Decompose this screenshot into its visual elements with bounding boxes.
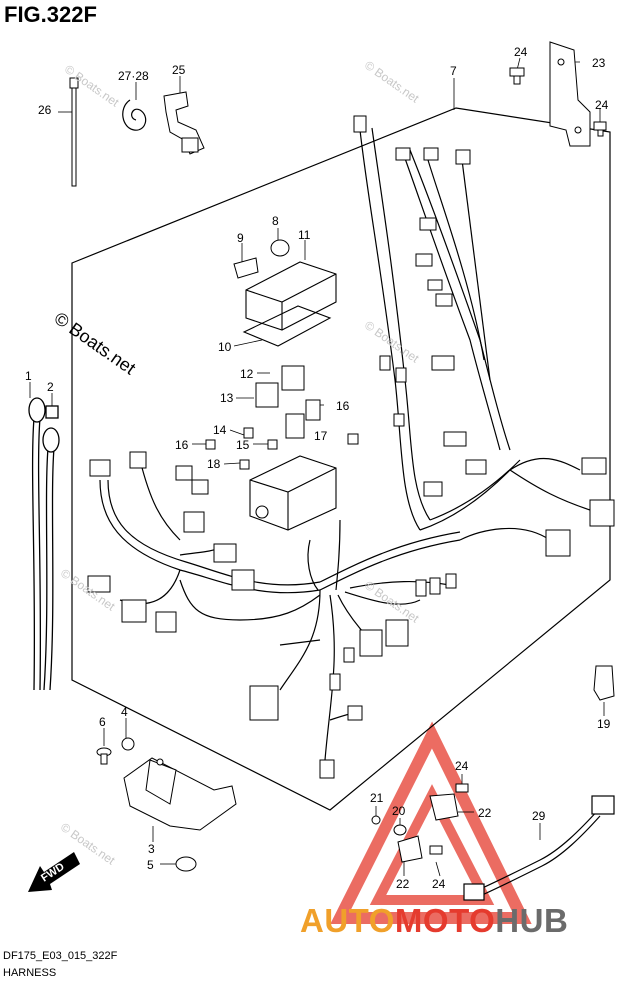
label-11: 11 [298, 228, 311, 242]
cap-part-19 [593, 665, 615, 701]
label-14: 14 [213, 423, 227, 437]
battery-cables-part-1-2 [28, 397, 60, 691]
label-21: 21 [370, 791, 384, 805]
logo-moto: MOTO [394, 902, 496, 939]
label-7: 7 [450, 64, 457, 78]
label-13: 13 [220, 391, 234, 405]
label-29: 29 [532, 809, 546, 823]
extension-harness-part-29 [463, 795, 615, 901]
cable-tie-part-26 [69, 77, 79, 187]
fuse-box-part-11 [242, 261, 337, 347]
label-16-left: 16 [175, 438, 189, 452]
figure-title: FIG.322F [4, 2, 97, 27]
label-1: 1 [25, 369, 32, 383]
bracket-part-23 [549, 41, 591, 147]
label-17: 17 [314, 429, 328, 443]
grommet-part-5 [175, 856, 197, 872]
fuse-box-base [249, 455, 337, 531]
relays-part-12-13 [255, 365, 305, 408]
label-24-right: 24 [595, 98, 609, 112]
clamp-part-25 [163, 91, 205, 155]
label-16-right: 16 [336, 399, 350, 413]
label-24-bottom: 24 [432, 877, 446, 891]
grommet-part-8 [270, 239, 290, 257]
label-27-28: 27·28 [118, 69, 149, 83]
label-12: 12 [240, 367, 254, 381]
label-20: 20 [392, 804, 406, 818]
label-22-bottom: 22 [396, 877, 410, 891]
label-8: 8 [272, 214, 279, 228]
logo-auto: AUTO [300, 902, 395, 939]
label-24-ground: 24 [455, 759, 469, 773]
label-4: 4 [121, 705, 128, 719]
bolt-part-6 [96, 747, 112, 765]
part-number-labels: 7 24 23 24 25 27·28 26 8 9 11 10 1 2 12 … [25, 45, 611, 891]
label-9: 9 [237, 231, 244, 245]
logo-triangle [330, 721, 532, 924]
clip-part-27-28 [122, 99, 147, 131]
label-15: 15 [236, 438, 250, 452]
label-25: 25 [172, 63, 186, 77]
label-22-right: 22 [478, 806, 492, 820]
bolt-part-24 [509, 67, 607, 137]
main-harness [99, 127, 591, 761]
bracket-part-3 [123, 757, 237, 831]
label-6: 6 [99, 715, 106, 729]
washer-part-4 [121, 737, 135, 751]
label-2: 2 [47, 380, 54, 394]
figure-code: DF175_E03_015_322F [3, 950, 118, 962]
label-26: 26 [38, 103, 52, 117]
ground-parts-20-24 [371, 783, 469, 863]
label-19: 19 [597, 717, 611, 731]
label-10: 10 [218, 340, 232, 354]
label-5: 5 [147, 858, 154, 872]
label-18: 18 [207, 457, 221, 471]
clip-part-9 [233, 257, 259, 279]
figure-name: HARNESS [3, 967, 57, 979]
fwd-arrow: FWD [28, 852, 80, 892]
label-3: 3 [148, 842, 155, 856]
harness-frame [71, 107, 611, 811]
label-23: 23 [592, 56, 606, 70]
connectors [87, 115, 615, 779]
fuses-part-14-18 [205, 399, 321, 470]
logo-hub: HUB [495, 902, 569, 939]
label-24-top: 24 [514, 45, 528, 59]
automotohub-logo: AUTOMOTOHUB [300, 902, 568, 940]
